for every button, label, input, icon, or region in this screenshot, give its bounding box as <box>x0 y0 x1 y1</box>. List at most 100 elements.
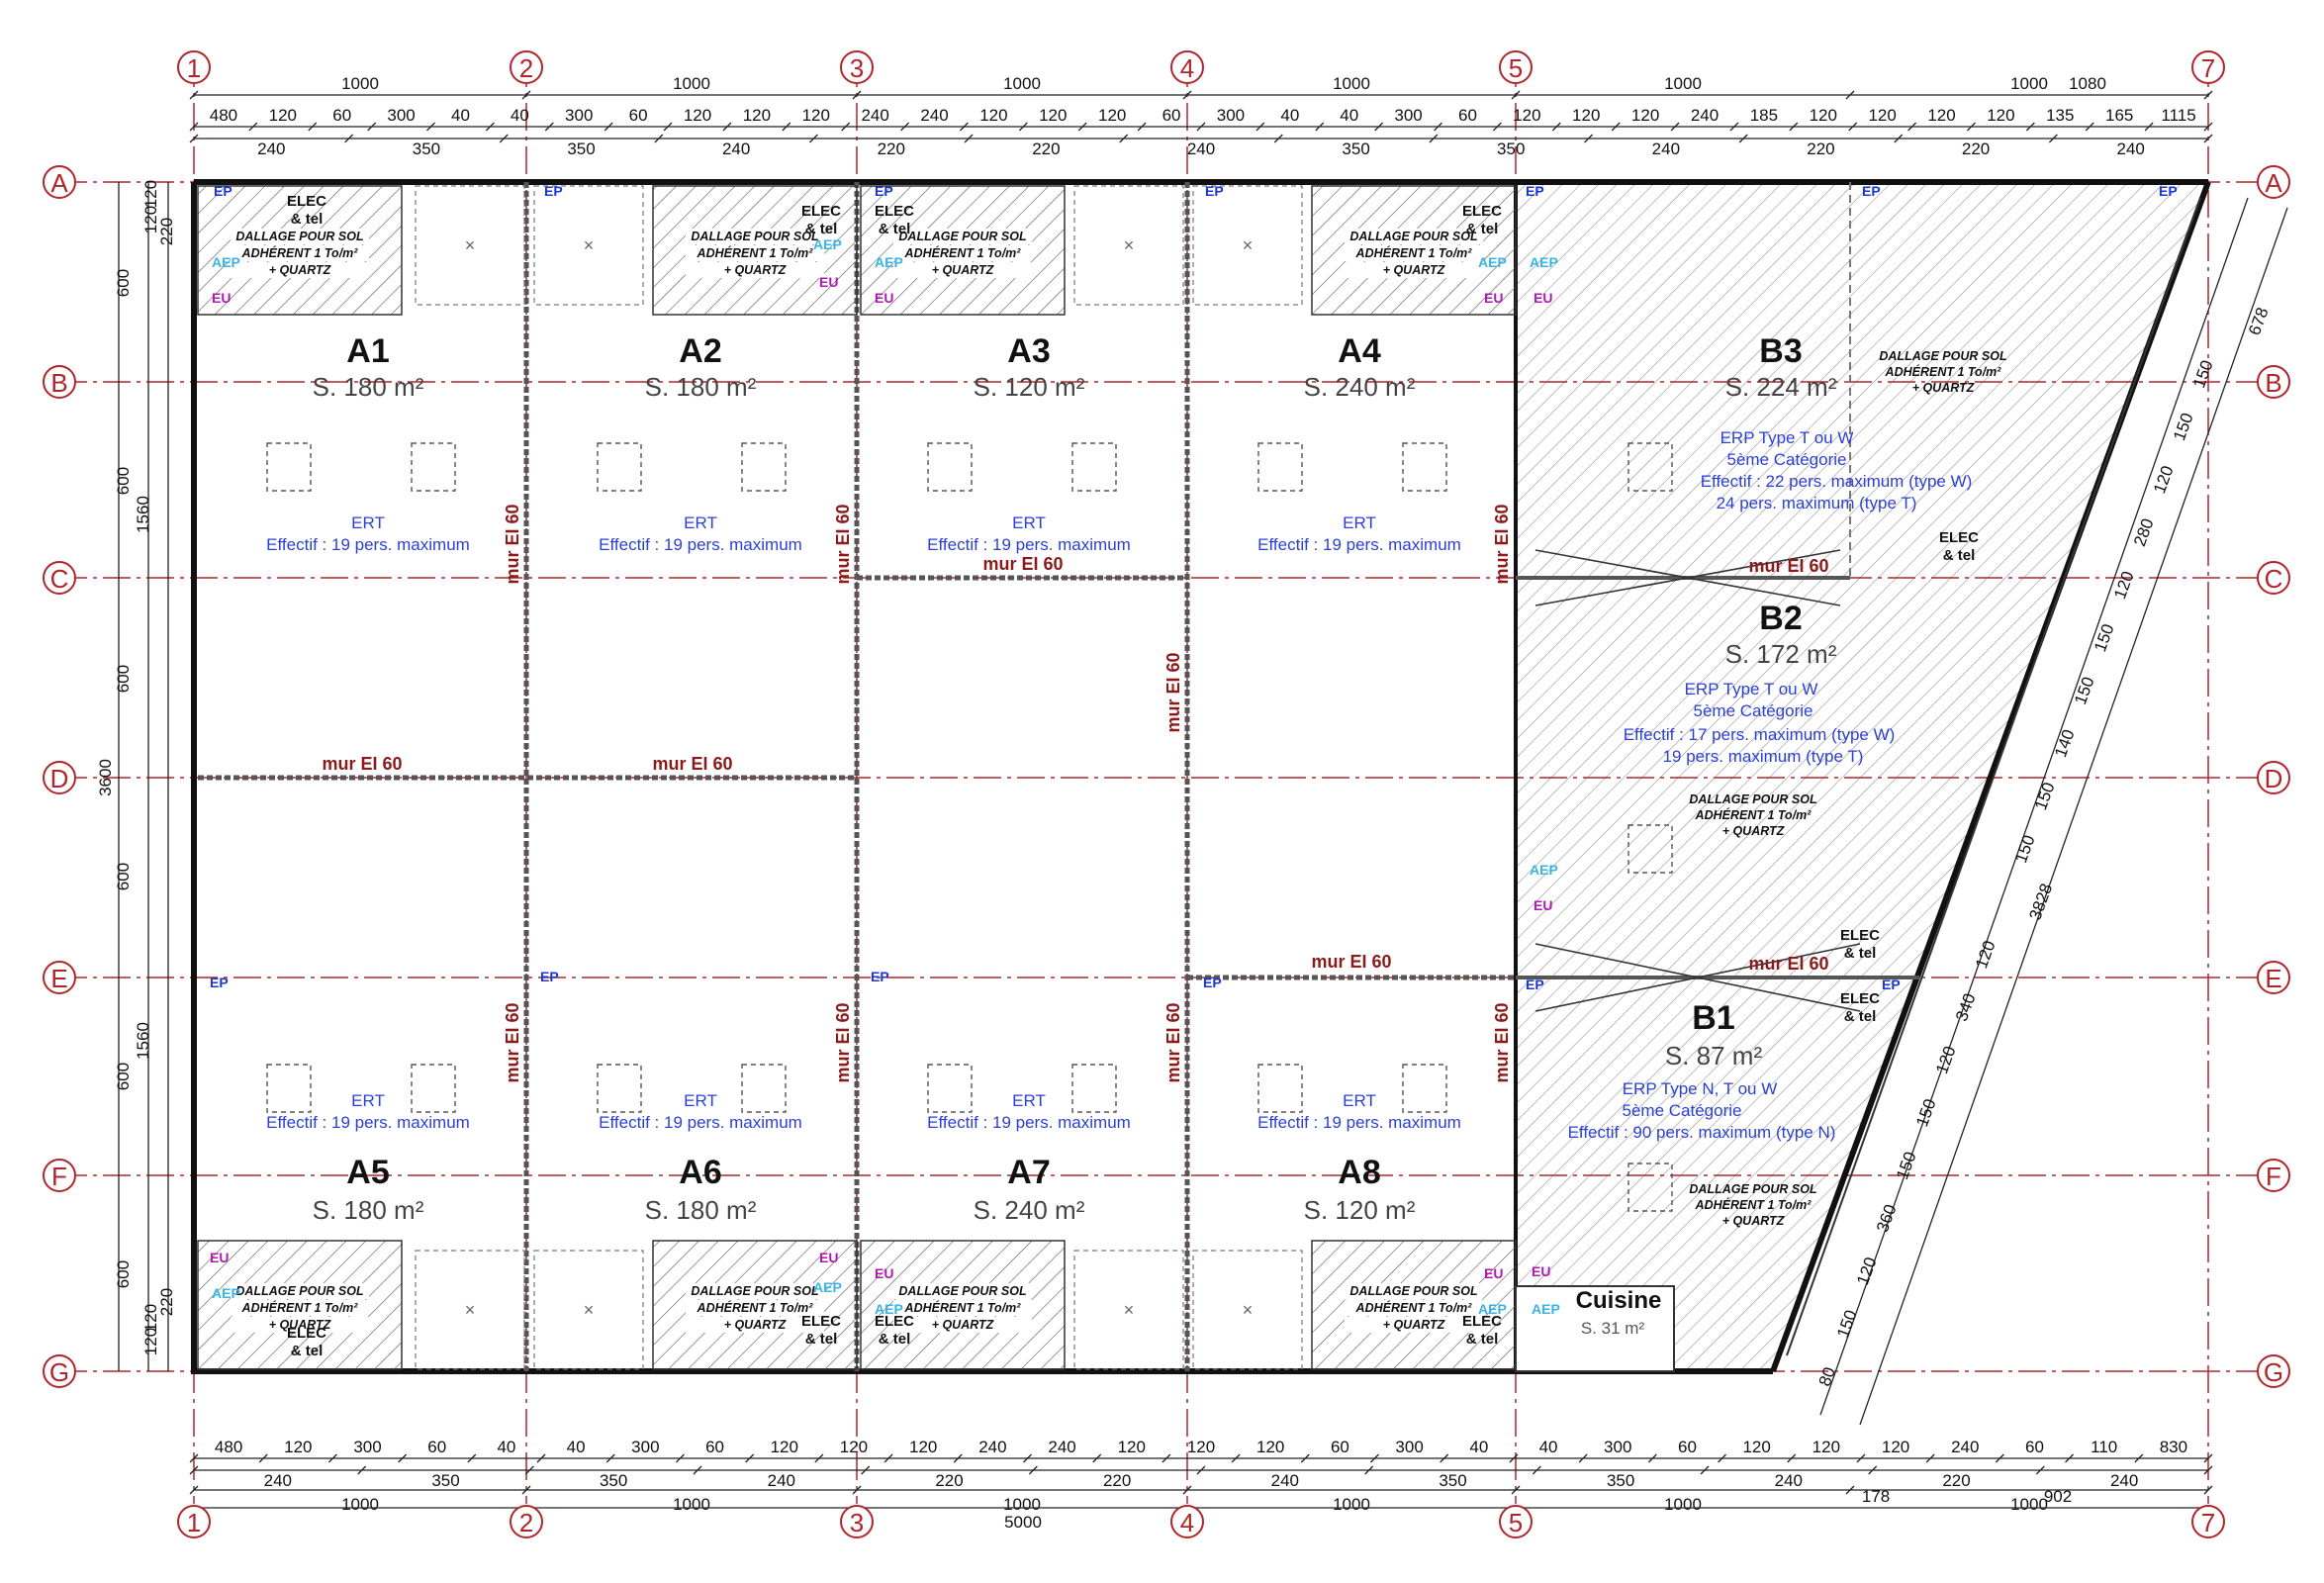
bottom-dim-low-3: 240 <box>768 1471 795 1490</box>
top-dim-sub-13: 120 <box>979 106 1007 125</box>
cuisine-area: S. 31 m² <box>1581 1319 1645 1338</box>
ep-e1: EP <box>210 975 229 990</box>
top-dim-main-5: 1000 <box>2010 74 2048 93</box>
bottom-dim-sub-13: 120 <box>1118 1438 1146 1456</box>
unit-a8-ert: ERT <box>1343 1091 1376 1110</box>
svg-text:+ QUARTZ: + QUARTZ <box>724 263 788 277</box>
col-bubble-top-4: 4 <box>1170 50 1204 84</box>
pillar-bot-0-b <box>411 1064 456 1113</box>
svg-text:C: C <box>2265 564 2283 594</box>
top-dim-sub-26: 185 <box>1750 106 1778 125</box>
bottom-dim-sub-24: 120 <box>1882 1438 1909 1456</box>
dallage-b2-l1: DALLAGE POUR SOL <box>1689 792 1816 806</box>
top-dim-sub-21: 60 <box>1458 106 1477 125</box>
col-bubble-top-2: 2 <box>510 50 543 84</box>
top-dim-sub-9: 120 <box>743 106 771 125</box>
mur-label-v4: mur EI 60 <box>1163 652 1183 732</box>
col-bubble-bottom-2: 2 <box>510 1505 543 1538</box>
row-bubble-right-G: G <box>2257 1354 2290 1388</box>
right-dim-2: 150 <box>2170 411 2197 443</box>
top-dim-main-0: 1000 <box>341 74 379 93</box>
svg-text:G: G <box>49 1357 69 1387</box>
unit-a2-area: S. 180 m² <box>645 372 757 402</box>
ep-b1: EP <box>1526 977 1544 992</box>
pillar-top-2-b <box>1071 442 1117 492</box>
pillar-top-0-a <box>266 442 312 492</box>
svg-text:F: F <box>51 1162 67 1191</box>
left-dim-9: 1560 <box>134 1022 152 1060</box>
elec-b1-l2: & tel <box>1844 1008 1877 1025</box>
left-dim-8: 600 <box>114 863 133 890</box>
bottom-dim-sub-1: 120 <box>284 1438 312 1456</box>
unit-b3-erp: ERP Type T ou W <box>1720 428 1854 447</box>
right-dim-1: 150 <box>2189 358 2217 391</box>
top-dim-sub-1: 120 <box>269 106 297 125</box>
row-bubble-left-F: F <box>43 1159 76 1192</box>
aep-a8: AEP <box>1478 1301 1507 1317</box>
col-bubble-bottom-1: 1 <box>177 1505 211 1538</box>
svg-text:×: × <box>1243 1300 1254 1320</box>
xbox-a6-left: × <box>533 1250 644 1370</box>
right-dim-20: 80 <box>1815 1364 1839 1388</box>
unit-a2-name: A2 <box>679 332 721 370</box>
svg-text:1: 1 <box>187 53 201 83</box>
left-dim-14: 220 <box>157 1288 176 1316</box>
elec-b1-l1: ELEC <box>1840 990 1880 1007</box>
unit-a3-ert: ERT <box>1012 513 1046 532</box>
unit-a1-name: A1 <box>346 332 389 370</box>
elec-a1-l2: & tel <box>291 211 324 228</box>
top-dim-sub-32: 165 <box>2105 106 2133 125</box>
mur-label-b1: mur EI 60 <box>1748 954 1828 974</box>
unit-a3-area: S. 120 m² <box>974 372 1085 402</box>
dallage-b1-l3: + QUARTZ <box>1722 1214 1786 1228</box>
top-dim-sub-14: 120 <box>1039 106 1067 125</box>
aep-a5: AEP <box>212 1285 240 1301</box>
svg-text:×: × <box>1124 1300 1135 1320</box>
row-bubble-right-F: F <box>2257 1159 2290 1192</box>
left-dim-2: 220 <box>157 218 176 245</box>
unit-a1-effectif: Effectif : 19 pers. maximum <box>266 535 470 554</box>
pillar-bot-2-a <box>927 1064 973 1113</box>
left-dim-3: 600 <box>114 269 133 297</box>
pillar-bot-3-a <box>1257 1064 1303 1113</box>
unit-b1-effectif: Effectif : 90 pers. maximum (type N) <box>1568 1123 1836 1142</box>
pillar-bot-0-a <box>266 1064 312 1113</box>
svg-text:DALLAGE POUR SOL: DALLAGE POUR SOL <box>235 230 363 243</box>
elec-a3-l1: ELEC <box>875 203 914 220</box>
unit-a7-effectif: Effectif : 19 pers. maximum <box>927 1113 1131 1132</box>
top-dim-low-3: 240 <box>722 140 750 158</box>
bottom-dim-low-0: 240 <box>264 1471 292 1490</box>
unit-b3-name: B3 <box>1759 332 1802 370</box>
xbox-a8-left: × <box>1192 1250 1303 1370</box>
bottom-dim-main-1: 1000 <box>673 1495 710 1514</box>
svg-text:D: D <box>50 764 69 793</box>
row-bubble-left-G: G <box>43 1354 76 1388</box>
elec-b2-l2: & tel <box>1844 945 1877 962</box>
top-dim-sub-31: 135 <box>2046 106 2074 125</box>
top-dim-sub-3: 300 <box>387 106 415 125</box>
svg-text:ADHÉRENT 1 To/m²: ADHÉRENT 1 To/m² <box>1355 245 1473 260</box>
unit-a4-name: A4 <box>1338 332 1381 370</box>
eu-b2: EU <box>1534 897 1552 913</box>
ep-a2: EP <box>544 183 563 199</box>
bottom-dim-low-8: 350 <box>1607 1471 1634 1490</box>
pillar-b1 <box>1627 1163 1673 1212</box>
bottom-dim-sub-22: 120 <box>1742 1438 1770 1456</box>
svg-text:ADHÉRENT 1 To/m²: ADHÉRENT 1 To/m² <box>904 1300 1022 1315</box>
ep-a3: EP <box>875 183 893 199</box>
right-dim-18: 120 <box>1853 1255 1881 1287</box>
mur-label-v2-bot: mur EI 60 <box>503 1002 522 1082</box>
svg-text:2: 2 <box>519 53 533 83</box>
right-dim-3: 120 <box>2150 463 2178 496</box>
bottom-dim-low-11: 240 <box>2110 1471 2138 1490</box>
eu-a7: EU <box>875 1265 893 1281</box>
xbox-a1: × <box>415 185 525 306</box>
right-dim-12: 120 <box>1972 938 1999 971</box>
svg-text:+ QUARTZ: + QUARTZ <box>932 263 995 277</box>
unit-b2-effectif-t: 19 pers. maximum (type T) <box>1663 747 1864 766</box>
bottom-dim-sub-26: 60 <box>2025 1438 2044 1456</box>
mur-label-v2-top: mur EI 60 <box>503 504 522 584</box>
dallage-b3-l1: DALLAGE POUR SOL <box>1879 349 2006 363</box>
